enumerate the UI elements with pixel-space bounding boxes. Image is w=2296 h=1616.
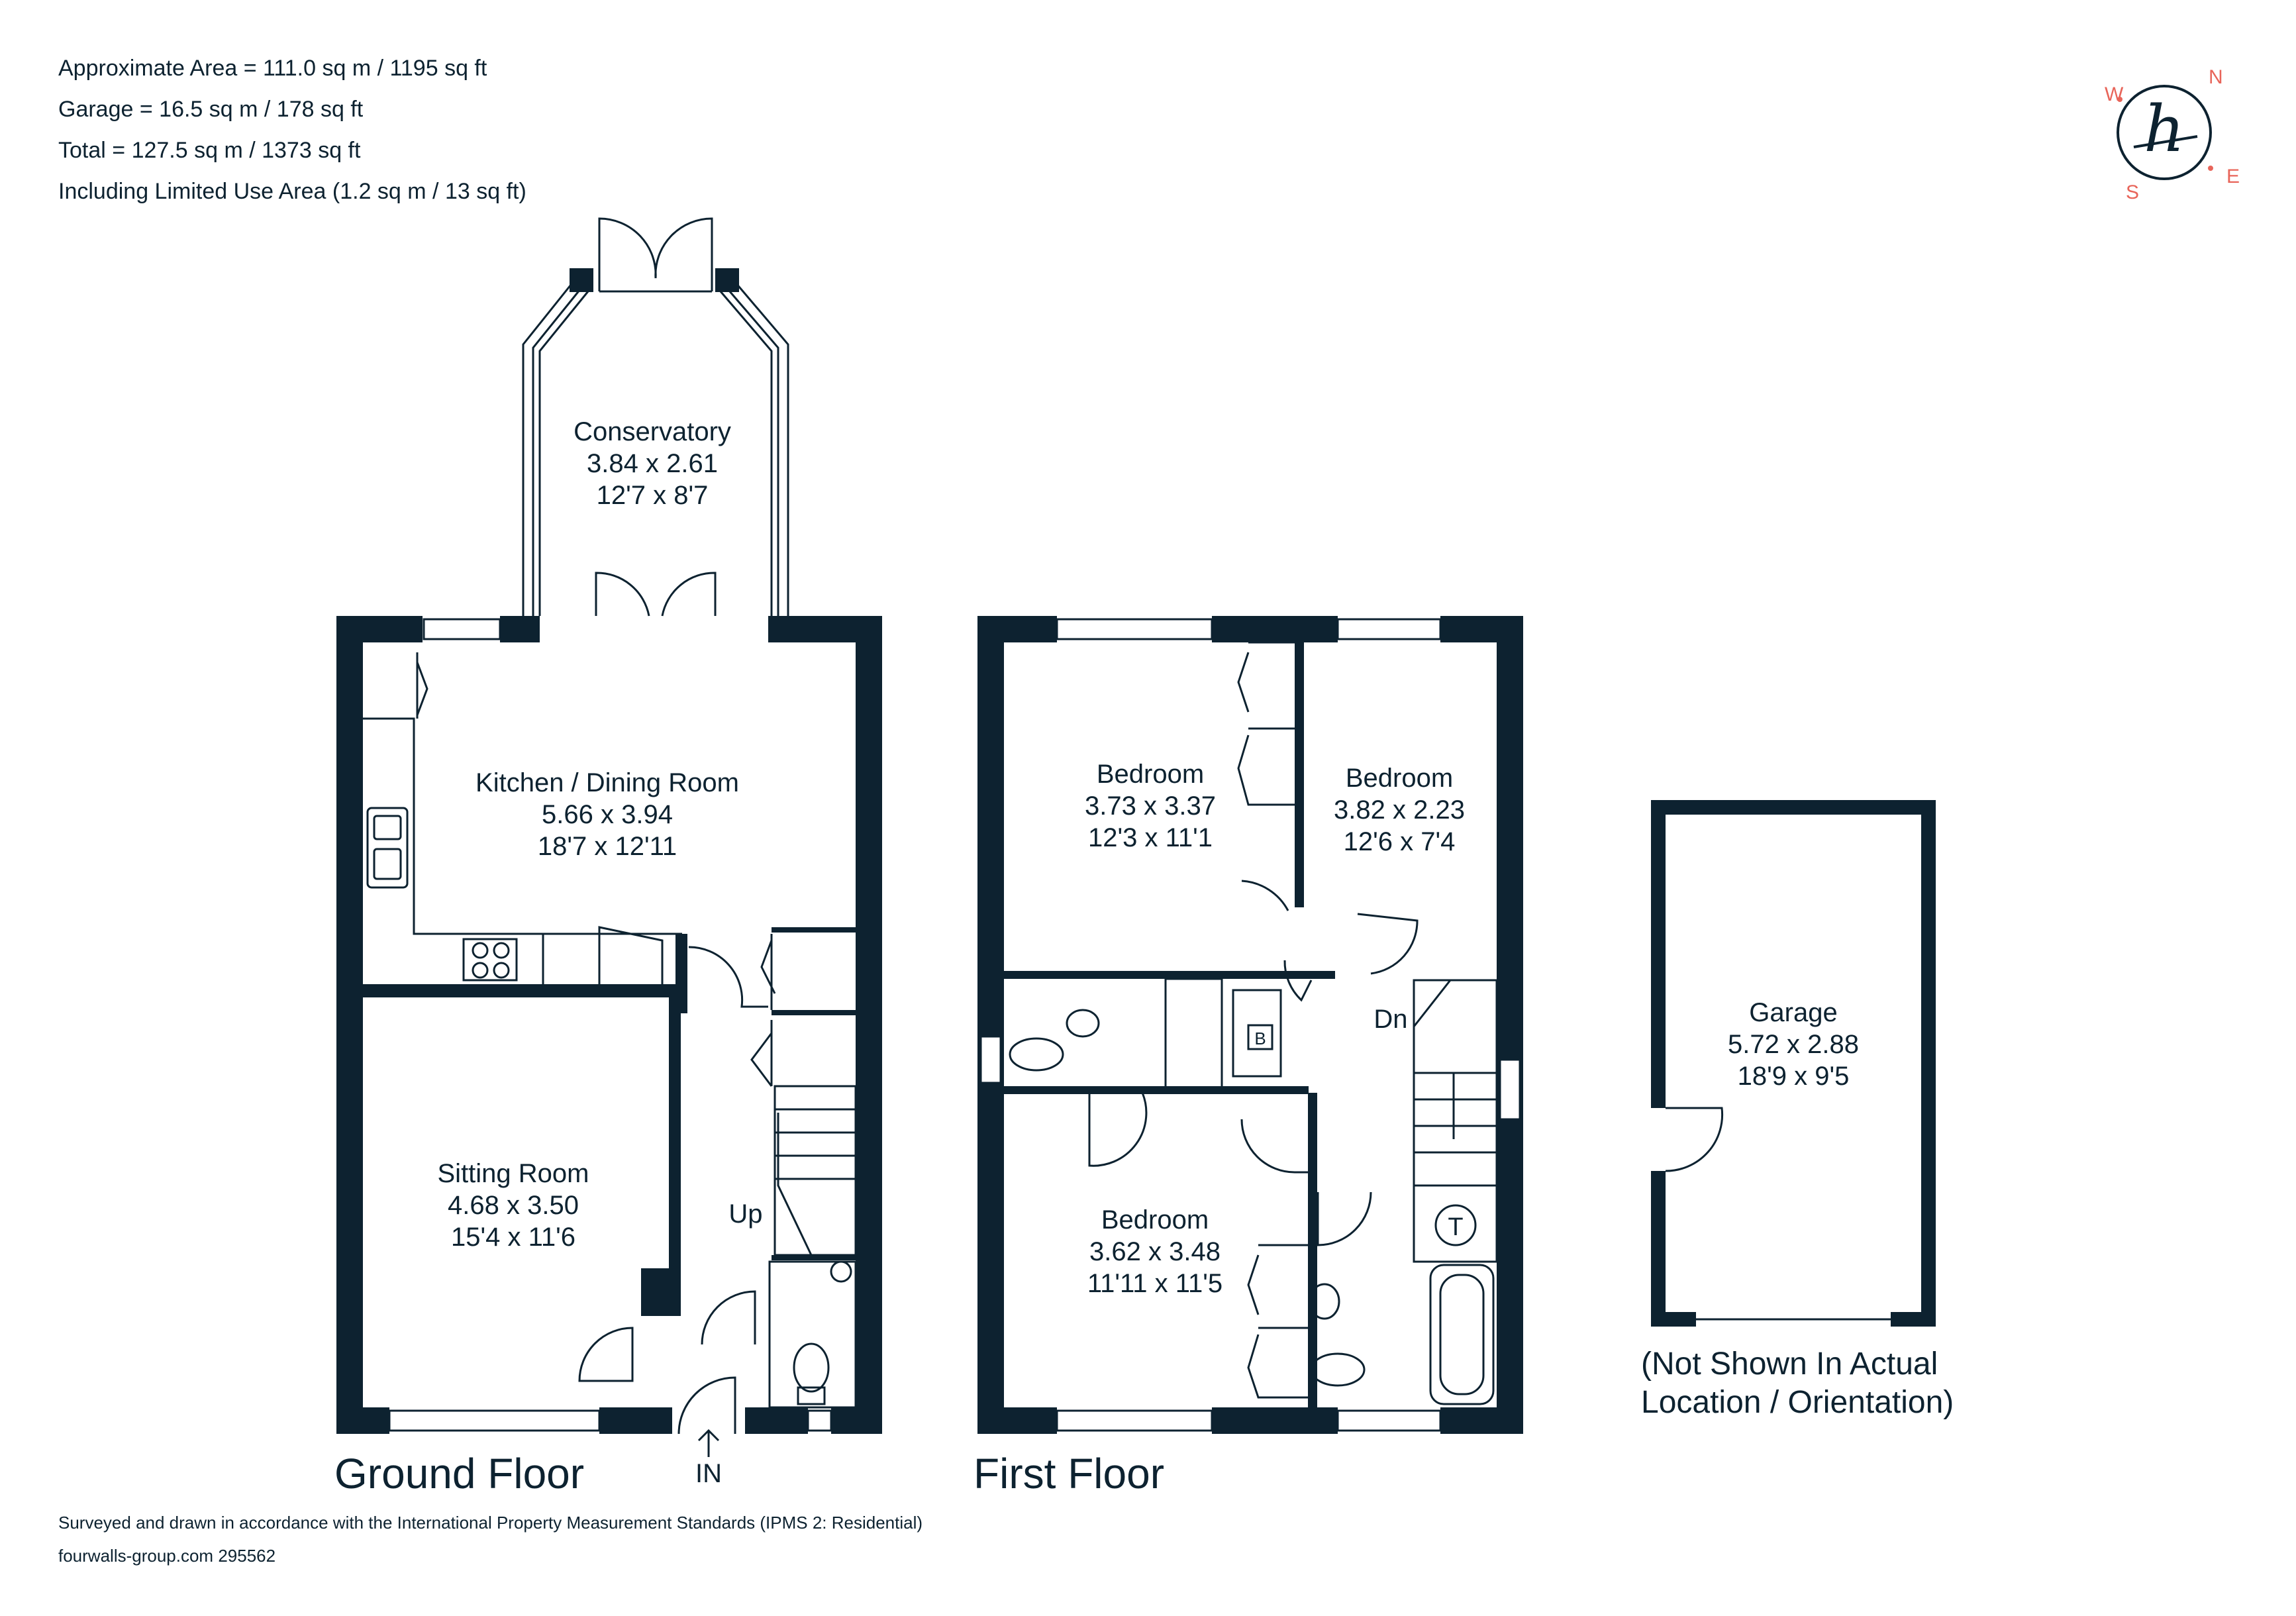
ground-floor-walls [336,616,882,1434]
sitting-metric: 4.68 x 3.50 [448,1191,579,1220]
stairs-down-label: Dn [1373,1005,1407,1034]
bedroom2-metric: 3.82 x 2.23 [1334,795,1465,825]
room-label-sitting: Sitting Room 4.68 x 3.50 15'4 x 11'6 [438,1159,589,1252]
kitchen-name: Kitchen / Dining Room [475,768,739,797]
compass-logo: h N E S W [2105,66,2240,203]
conservatory-walls [522,278,789,616]
compass-n: N [2209,66,2223,88]
bedroom2-name: Bedroom [1346,764,1453,793]
bedroom3-imperial: 11'11 x 11'5 [1087,1269,1223,1298]
sitting-name: Sitting Room [438,1159,589,1188]
garage-imperial: 18'9 x 9'5 [1738,1062,1850,1091]
ground-floor-windows [388,618,832,1432]
footer-survey: Surveyed and drawn in accordance with th… [58,1513,923,1533]
room-label-kitchen: Kitchen / Dining Room 5.66 x 3.94 18'7 x… [475,768,739,861]
ground-floor-plan [336,217,882,1457]
bedroom2-imperial: 12'6 x 7'4 [1344,827,1456,856]
garage-area: Garage = 16.5 sq m / 178 sq ft [58,97,364,122]
room-label-garage: Garage 5.72 x 2.88 18'9 x 9'5 [1728,998,1859,1091]
conservatory-post-left [570,268,593,292]
kitchen-units [363,652,776,1087]
garage-metric: 5.72 x 2.88 [1728,1030,1859,1059]
boiler-label: B [1254,1029,1266,1048]
ground-stairs [774,1085,857,1256]
approximate-area: Approximate Area = 111.0 sq m / 1195 sq … [58,56,487,81]
compass-s: S [2126,181,2139,203]
limited-use-area: Including Limited Use Area (1.2 sq m / 1… [58,179,526,204]
tank-label: T [1448,1213,1463,1241]
kitchen-metric: 5.66 x 3.94 [542,800,673,829]
first-floor-windows [979,618,1521,1432]
footer-ref: fourwalls-group.com 295562 [58,1546,275,1566]
bedroom1-imperial: 12'3 x 11'1 [1088,823,1213,852]
garage-note-line2: Location / Orientation) [1641,1385,1954,1420]
conservatory-metric: 3.84 x 2.61 [587,449,718,478]
entrance-arrow [697,1429,720,1457]
logo-swash [2133,135,2198,148]
ground-hall-fittings [578,1260,857,1435]
garage-name: Garage [1749,998,1837,1027]
total-area: Total = 127.5 sq m / 1373 sq ft [58,138,361,163]
first-floor-plan [977,616,1523,1434]
first-floor-walls [977,616,1523,1434]
compass-w: W [2105,83,2124,105]
compass-dot-w [2117,97,2122,102]
garage-openings [1665,1107,1891,1321]
room-label-bedroom-3: Bedroom 3.62 x 3.48 11'11 x 11'5 [1087,1205,1223,1298]
room-label-conservatory: Conservatory 3.84 x 2.61 12'7 x 8'7 [574,417,731,510]
compass-ring [2117,85,2212,180]
conservatory-post-right [715,268,739,292]
room-label-bedroom-2: Bedroom 3.82 x 2.23 12'6 x 7'4 [1334,764,1465,856]
area-summary: Approximate Area = 111.0 sq m / 1195 sq … [58,56,526,204]
logo-letter: h [2144,92,2185,166]
kitchen-imperial: 18'7 x 12'11 [538,832,677,861]
first-floor-fittings [1009,641,1498,1405]
bedroom3-name: Bedroom [1101,1205,1209,1235]
compass-dot-e [2208,166,2213,171]
conservatory-imperial: 12'7 x 8'7 [597,481,709,510]
bedroom3-metric: 3.62 x 3.48 [1089,1237,1221,1266]
ground-floor-title: Ground Floor [334,1450,584,1497]
compass-e: E [2226,166,2240,187]
boiler-box [1247,1024,1273,1050]
stairs-up-label: Up [728,1199,762,1229]
entrance-label: IN [695,1459,722,1488]
garage-plan [1651,800,1936,1327]
garage-note-line1: (Not Shown In Actual [1641,1346,1938,1382]
conservatory-doors [595,217,717,617]
conservatory-name: Conservatory [574,417,731,446]
room-label-bedroom-1: Bedroom 3.73 x 3.37 12'3 x 11'1 [1085,760,1216,852]
first-floor-title: First Floor [973,1450,1164,1497]
bedroom1-name: Bedroom [1097,760,1204,789]
bedroom1-metric: 3.73 x 3.37 [1085,791,1216,821]
sitting-imperial: 15'4 x 11'6 [451,1223,575,1252]
garage-walls [1651,800,1936,1327]
